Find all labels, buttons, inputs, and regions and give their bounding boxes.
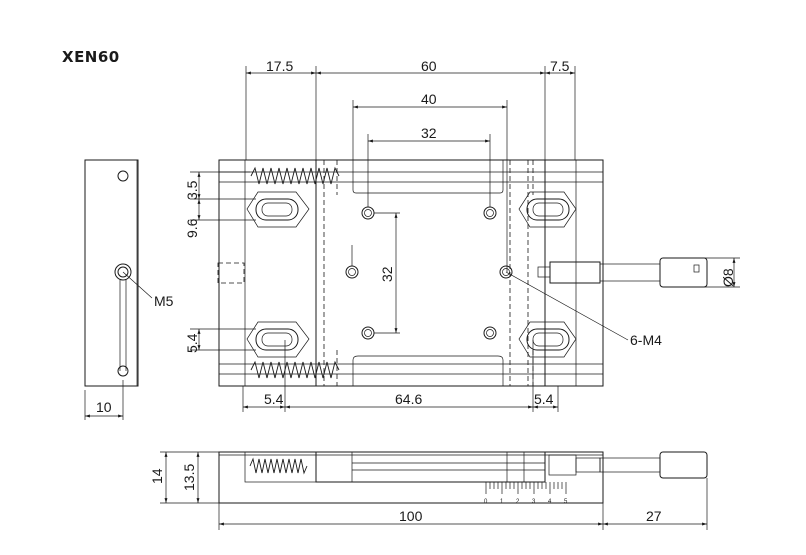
dim-64-6: 64.6 — [395, 391, 422, 407]
top-view: 6-M4 Ø8 17.5 60 7.5 40 — [184, 58, 740, 412]
front-view: 0 1 2 3 4 5 14 13.5 100 27 — [149, 451, 708, 530]
dim-14: 14 — [149, 468, 165, 484]
dim-5-4-left: 5.4 — [184, 333, 200, 353]
m5-hole — [114, 263, 132, 281]
dim-3-5: 3.5 — [184, 180, 200, 200]
m4-holes — [345, 206, 513, 340]
side-hole-bottom — [117, 365, 129, 377]
label-6-m4: 6-M4 — [630, 332, 662, 348]
dim-13-5: 13.5 — [181, 464, 197, 491]
scale-tick-label: 4 — [548, 499, 552, 505]
scale-tick-label: 2 — [516, 499, 520, 505]
scale-tick-label: 5 — [564, 499, 568, 505]
dim-32-v: 32 — [379, 266, 395, 282]
slot-hole-bottom-right — [518, 321, 577, 358]
dim-9-6: 9.6 — [184, 218, 200, 238]
vernier-scale: 0 1 2 3 4 5 — [484, 482, 568, 505]
dim-5-4-bottom-left: 5.4 — [264, 391, 284, 407]
dim-5-4-bottom-right: 5.4 — [534, 391, 554, 407]
slot-hole-top-left — [246, 191, 310, 228]
side-hole-top — [117, 170, 129, 182]
dim-100: 100 — [399, 508, 423, 524]
spring-top — [250, 166, 340, 185]
label-m5: M5 — [154, 293, 174, 309]
drawing-title: XEN60 — [62, 48, 120, 66]
scale-tick-label: 1 — [500, 499, 504, 505]
slot-hole-top-right — [518, 191, 577, 228]
scale-tick-label: 0 — [484, 499, 488, 505]
scale-tick-label: 3 — [532, 499, 536, 505]
dim-knob-dia: Ø8 — [720, 268, 736, 287]
spring-bottom — [250, 360, 340, 379]
dim-side-width: 10 — [96, 399, 112, 415]
side-view: M5 10 — [84, 159, 174, 420]
dim-17-5: 17.5 — [266, 58, 293, 74]
dim-27: 27 — [646, 508, 662, 524]
dim-32-h: 32 — [421, 125, 437, 141]
micrometer-knob — [537, 257, 708, 288]
dim-40: 40 — [421, 91, 437, 107]
dim-7-5: 7.5 — [550, 58, 570, 74]
slot-hole-bottom-left — [246, 321, 310, 358]
dim-60: 60 — [421, 58, 437, 74]
spring-front — [249, 457, 308, 475]
